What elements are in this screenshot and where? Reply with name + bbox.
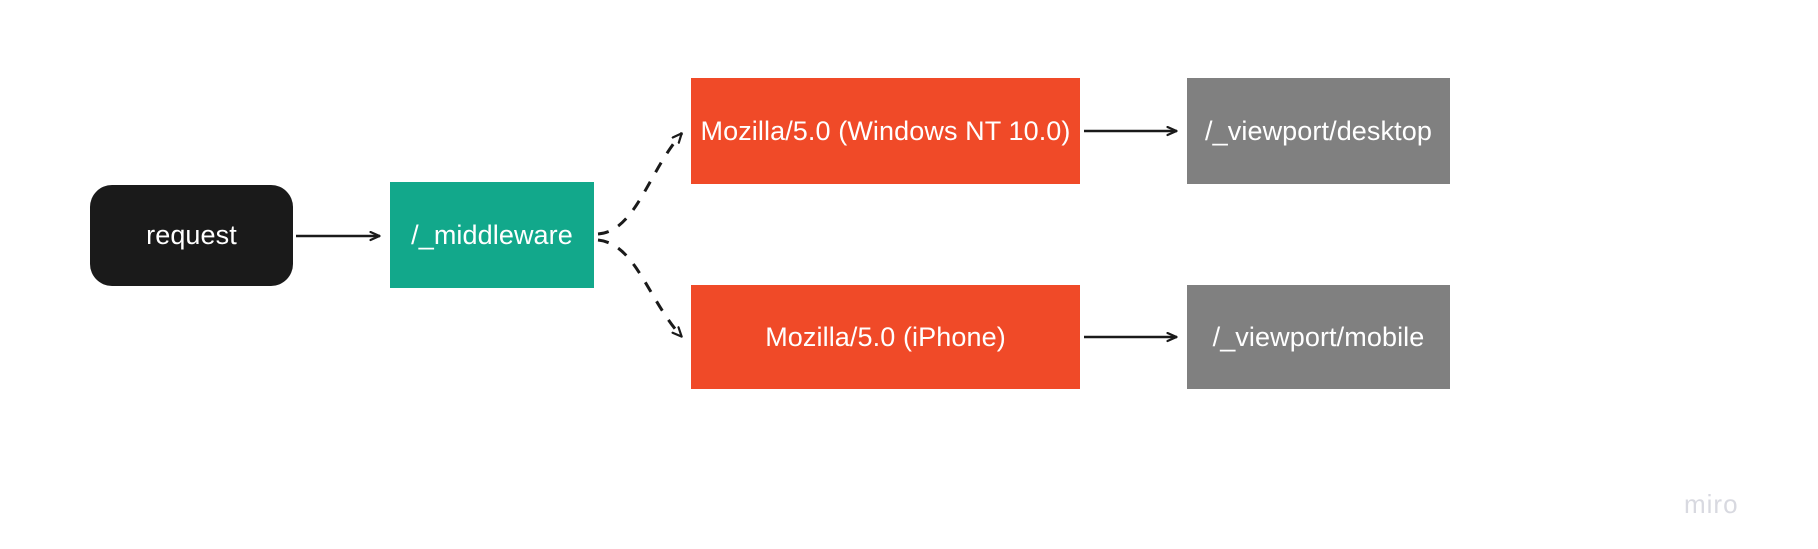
node-viewport-mobile[interactable]: /_viewport/mobile: [1187, 285, 1450, 389]
node-user-agent-mobile-label: Mozilla/5.0 (iPhone): [765, 321, 1006, 352]
node-middleware-label: /_middleware: [411, 219, 573, 250]
edge-middleware-to-ua-mobile: [597, 238, 684, 339]
node-viewport-mobile-label: /_viewport/mobile: [1212, 321, 1425, 352]
node-request-label: request: [146, 220, 237, 251]
node-user-agent-desktop[interactable]: Mozilla/5.0 (Windows NT 10.0): [691, 78, 1080, 184]
node-user-agent-desktop-label: Mozilla/5.0 (Windows NT 10.0): [700, 115, 1071, 146]
node-request[interactable]: request: [90, 185, 293, 286]
miro-watermark: miro: [1684, 489, 1739, 519]
edge-middleware-to-ua-desktop: [597, 132, 684, 236]
node-user-agent-mobile[interactable]: Mozilla/5.0 (iPhone): [691, 285, 1080, 389]
node-viewport-desktop[interactable]: /_viewport/desktop: [1187, 78, 1450, 184]
node-viewport-desktop-label: /_viewport/desktop: [1205, 115, 1432, 146]
node-middleware[interactable]: /_middleware: [390, 182, 594, 288]
